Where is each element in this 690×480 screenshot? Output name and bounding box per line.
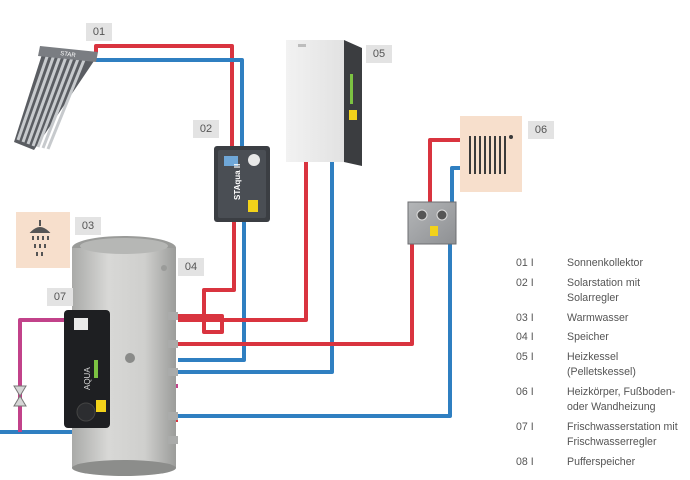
- legend-text: Heizkörper, Fußboden- oder Wandheizung: [567, 385, 676, 413]
- legend: 01 I Sonnenkollektor 02 I Solarstation m…: [516, 256, 688, 474]
- radiator-icon: [460, 116, 522, 192]
- legend-number: 07 I: [516, 420, 534, 433]
- legend-text: Heizkessel (Pelletskessel): [567, 351, 636, 379]
- pipe-boiler-cold: [178, 160, 334, 374]
- badge-05: 05: [366, 45, 392, 63]
- pellet-boiler-icon: [286, 40, 362, 166]
- fresh-water-station-icon: [64, 310, 110, 428]
- pipe-warmwater-mixed: [18, 318, 70, 432]
- legend-number: 04 I: [516, 331, 534, 344]
- legend-text: Frischwasserstation mit Frischwasserregl…: [567, 420, 678, 448]
- legend-number: 06 I: [516, 385, 534, 398]
- legend-number: 05 I: [516, 351, 534, 364]
- legend-number: 08 I: [516, 455, 534, 468]
- legend-text: Pufferspeicher: [567, 455, 636, 468]
- solar-station-label: STAqua II: [233, 164, 242, 200]
- legend-item: 02 I Solarstation mit Solarregler: [516, 276, 688, 306]
- badge-03: 03: [75, 217, 101, 235]
- legend-item: 03 I Warmwasser: [516, 311, 688, 326]
- pipe-solar-station-hot: [178, 222, 236, 334]
- pipe-boiler-hot: [178, 160, 308, 322]
- fresh-water-station-label: AQUA: [83, 367, 92, 390]
- legend-item: 07 I Frischwasserstation mit Frischwasse…: [516, 420, 688, 450]
- pipe-solar-station-cold: [178, 222, 246, 362]
- legend-text: Warmwasser: [567, 311, 629, 324]
- shower-icon: [16, 212, 70, 268]
- legend-item: 04 I Speicher: [516, 330, 688, 345]
- solar-collector-icon: [14, 46, 98, 150]
- legend-text: Sonnenkollektor: [567, 257, 643, 269]
- badge-04: 04: [178, 258, 204, 276]
- legend-item: 06 I Heizkörper, Fußboden- oder Wandheiz…: [516, 385, 688, 415]
- valve-icon: [13, 385, 27, 407]
- legend-number: 02 I: [516, 276, 534, 289]
- badge-07: 07: [47, 288, 73, 306]
- collector-brand-label: STAR: [60, 51, 77, 59]
- legend-number: 03 I: [516, 311, 534, 324]
- legend-item: 01 I Sonnenkollektor: [516, 256, 688, 271]
- badge-01: 01: [86, 23, 112, 41]
- legend-text: Solarstation mit Solarregler: [567, 276, 641, 304]
- legend-item: 08 I Pufferspeicher: [516, 455, 688, 470]
- solar-station-icon: [214, 146, 270, 222]
- badge-06: 06: [528, 121, 554, 139]
- badge-02: 02: [193, 120, 219, 138]
- legend-item: 05 I Heizkessel (Pelletskessel): [516, 350, 688, 380]
- legend-number: 01 I: [516, 257, 534, 269]
- legend-text: Speicher: [567, 331, 609, 344]
- heating-circuit-station-icon: [407, 201, 457, 245]
